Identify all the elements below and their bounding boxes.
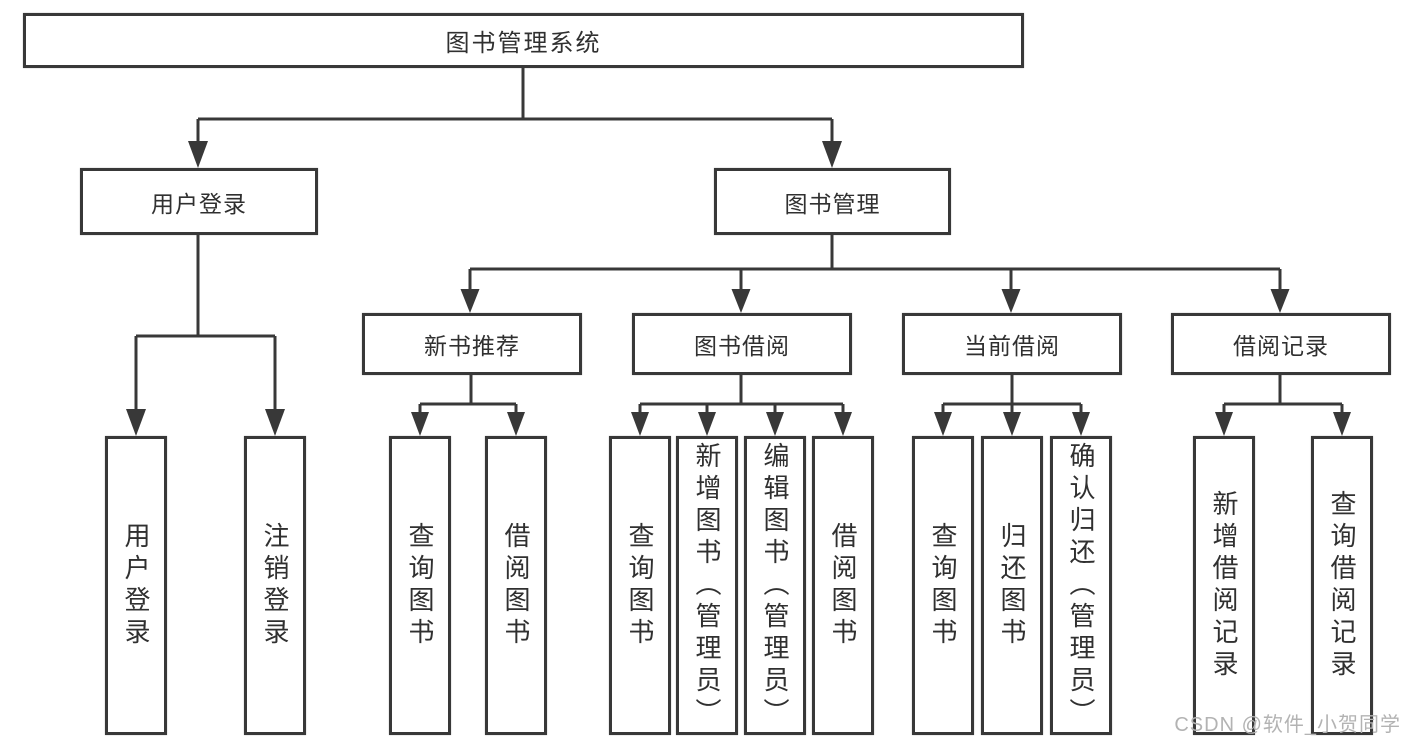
arrow-icon <box>1333 412 1351 436</box>
leaf-user-login: 用户登录 <box>105 436 167 735</box>
leaf-cb-confirm-return-admin: 确认归还（管理员） <box>1050 436 1112 735</box>
node-label: 编辑图书（管理员） <box>760 441 790 730</box>
connector-root <box>196 68 834 145</box>
node-label: 借阅图书 <box>828 521 858 650</box>
connector-borrow-records <box>1222 375 1344 415</box>
node-label: 图书管理 <box>784 190 881 217</box>
node-label: 注销登录 <box>260 521 290 650</box>
arrow-icon <box>1003 412 1021 436</box>
node-label: 借阅记录 <box>1233 333 1329 359</box>
arrow-icon <box>934 412 952 436</box>
arrow-icon <box>1072 412 1090 436</box>
arrow-icon <box>834 412 852 436</box>
node-label: 图书借阅 <box>694 333 790 359</box>
node-new-book-recommend: 新书推荐 <box>362 313 582 375</box>
node-book-management: 图书管理 <box>714 168 951 235</box>
arrow-icon <box>822 141 842 168</box>
connector-new-books <box>418 375 518 415</box>
arrow-icon <box>698 412 716 436</box>
connector-current-borrow <box>941 375 1083 415</box>
leaf-nb-borrow-books: 借阅图书 <box>485 436 547 735</box>
node-label: 查询图书 <box>405 521 435 650</box>
arrow-icon <box>1215 412 1233 436</box>
arrow-icon <box>766 412 784 436</box>
leaf-cb-return-books: 归还图书 <box>981 436 1043 735</box>
arrow-icon <box>731 289 751 313</box>
leaf-nb-query-books: 查询图书 <box>389 436 451 735</box>
node-user-login: 用户登录 <box>80 168 318 235</box>
node-label: 查询图书 <box>625 521 655 650</box>
arrow-icon <box>188 141 208 168</box>
node-book-borrow: 图书借阅 <box>632 313 852 375</box>
arrow-icon <box>411 412 429 436</box>
node-label: 查询图书 <box>928 521 958 650</box>
arrow-icon <box>1270 289 1290 313</box>
arrow-icon <box>507 412 525 436</box>
watermark-text: CSDN @软件_小贺同学 <box>1174 714 1401 736</box>
node-borrow-records: 借阅记录 <box>1171 313 1391 375</box>
node-label: 新增图书（管理员） <box>692 441 722 730</box>
node-label: 新增借阅记录 <box>1209 489 1239 682</box>
node-label: 用户登录 <box>151 190 247 217</box>
node-label: 查询借阅记录 <box>1327 489 1357 682</box>
leaf-br-query-record: 查询借阅记录 <box>1311 436 1373 735</box>
connector-user-login <box>134 235 277 412</box>
node-label: 归还图书 <box>997 521 1027 650</box>
node-label: 借阅图书 <box>501 521 531 650</box>
connector-book-management <box>468 235 1282 292</box>
node-current-borrow: 当前借阅 <box>902 313 1122 375</box>
node-label: 新书推荐 <box>424 333 520 359</box>
node-label: 图书管理系统 <box>445 30 602 57</box>
node-library-system: 图书管理系统 <box>23 13 1024 68</box>
node-label: 当前借阅 <box>964 333 1060 359</box>
leaf-bb-edit-books-admin: 编辑图书（管理员） <box>744 436 806 735</box>
connector-book-borrow <box>638 375 845 415</box>
leaf-bb-add-books-admin: 新增图书（管理员） <box>676 436 738 735</box>
arrow-icon <box>265 409 285 436</box>
arrowheads <box>126 141 1351 436</box>
node-label: 用户登录 <box>121 521 151 650</box>
leaf-br-add-record: 新增借阅记录 <box>1193 436 1255 735</box>
arrow-icon <box>631 412 649 436</box>
leaf-cb-query-books: 查询图书 <box>912 436 974 735</box>
leaf-bb-borrow-books: 借阅图书 <box>812 436 874 735</box>
leaf-bb-query-books: 查询图书 <box>609 436 671 735</box>
arrow-icon <box>126 409 146 436</box>
node-label: 确认归还（管理员） <box>1066 441 1096 730</box>
leaf-logout: 注销登录 <box>244 436 306 735</box>
arrow-icon <box>1001 289 1021 313</box>
arrow-icon <box>460 289 480 313</box>
